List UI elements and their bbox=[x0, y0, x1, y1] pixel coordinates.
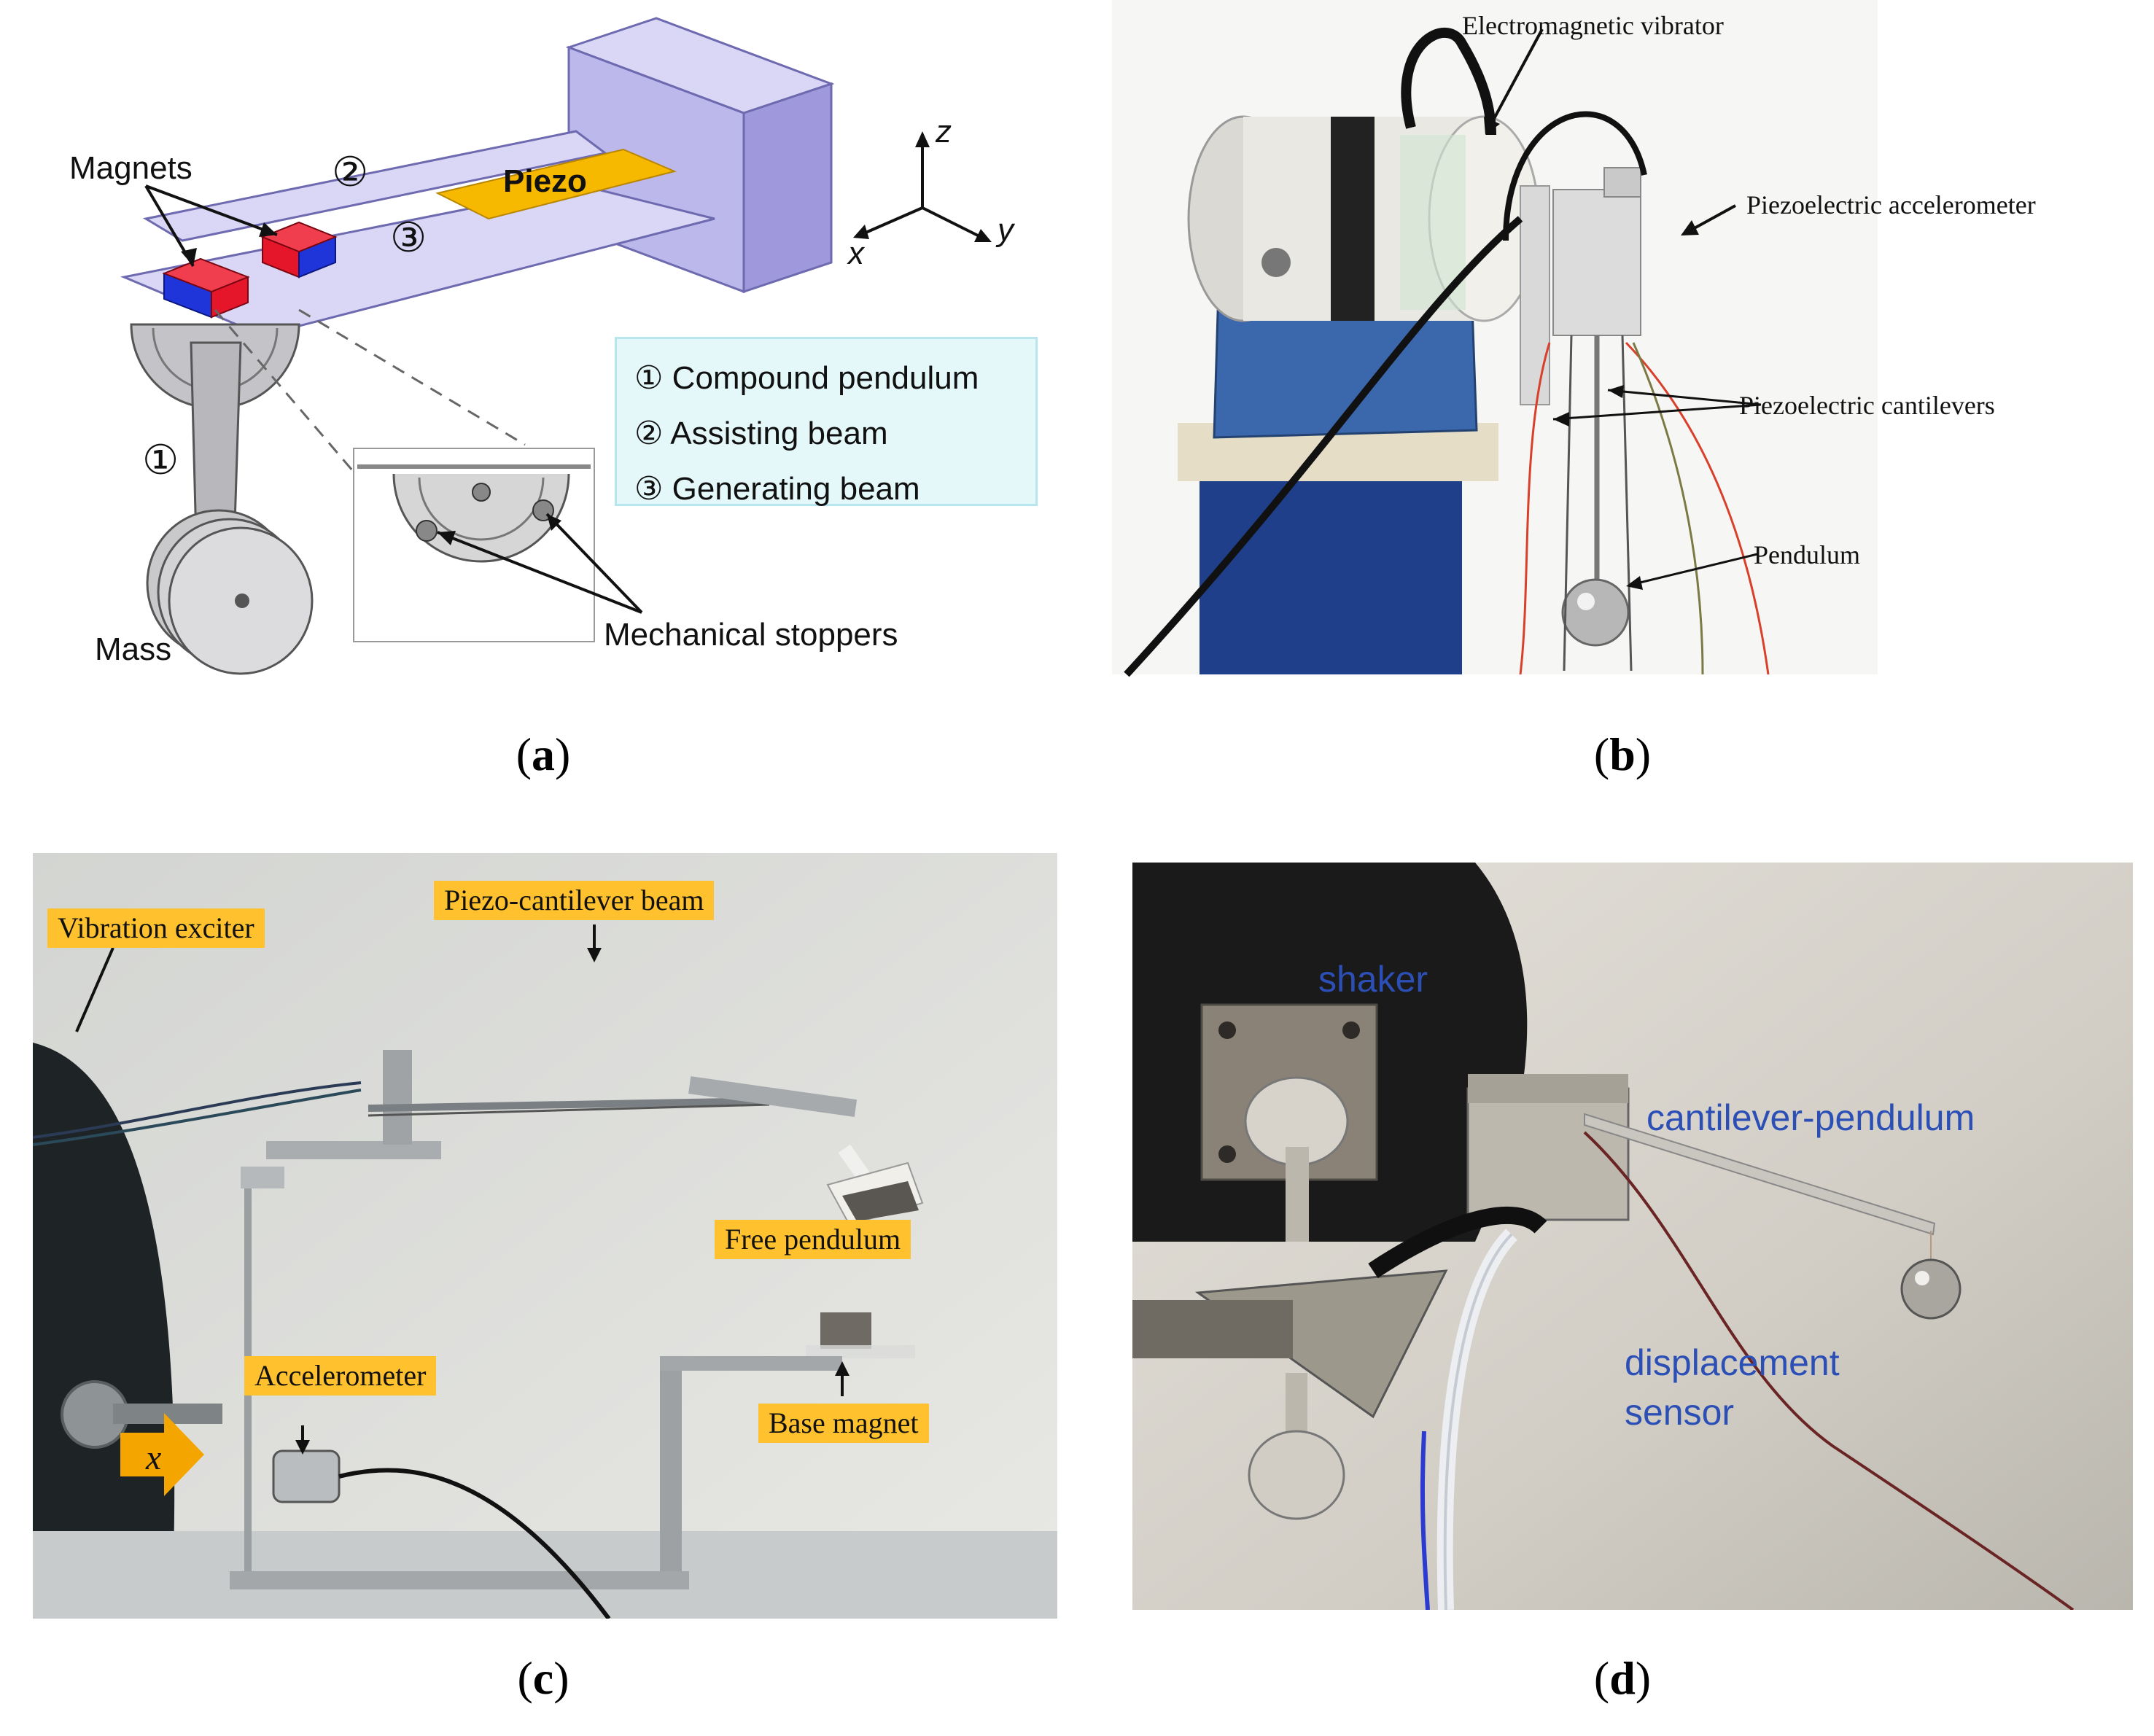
support-block-side bbox=[742, 82, 833, 294]
tag-vibration-exciter: Vibration exciter bbox=[47, 908, 265, 948]
legend-item-assisting-beam: ② Assisting beam bbox=[634, 416, 888, 451]
shaker-label: shaker bbox=[1318, 959, 1428, 1000]
num-2-label: ② bbox=[332, 149, 368, 195]
panel-d-photo bbox=[1132, 863, 2133, 1610]
axis-z-label: z bbox=[935, 114, 952, 149]
tag-free-pendulum: Free pendulum bbox=[715, 1220, 911, 1259]
legend-item-generating-beam: ③ Generating beam bbox=[634, 471, 920, 507]
num-3-label: ③ bbox=[390, 214, 427, 260]
tag-accelerometer: Accelerometer bbox=[244, 1356, 437, 1396]
stoppers-label: Mechanical stoppers bbox=[604, 617, 898, 653]
panel-b: Electromagnetic vibrator Piezoelectric a… bbox=[1112, 0, 2154, 685]
panel-d: shaker cantilever-pendulum displacement … bbox=[1132, 863, 2133, 1610]
displacement-sensor-label-2: sensor bbox=[1625, 1392, 1735, 1433]
magnet-2-top bbox=[260, 221, 338, 253]
axis-y-line bbox=[922, 206, 981, 238]
pedestal bbox=[1200, 467, 1462, 674]
pendulum-ball bbox=[1561, 578, 1630, 647]
caption-c: (c) bbox=[517, 1652, 569, 1704]
num-1-label: ① bbox=[142, 437, 179, 483]
x-arrow bbox=[120, 1413, 204, 1496]
caption-a: (a) bbox=[516, 728, 571, 780]
axis-x-line bbox=[863, 206, 923, 235]
panel-a-drawing: Magnets Piezo ② ③ ① Mass Mechanical stop… bbox=[69, 17, 1016, 675]
axis-x-label: x bbox=[847, 236, 866, 271]
tag-piezo-beam: Piezo-cantilever beam bbox=[434, 881, 715, 920]
pendulum-ball bbox=[1900, 1258, 1961, 1320]
x-arrow-label: x bbox=[145, 1439, 161, 1477]
tag-base-magnet: Base magnet bbox=[758, 1404, 929, 1443]
caption-d: (d) bbox=[1593, 1652, 1652, 1704]
accelerometer-block bbox=[1552, 189, 1641, 336]
caption-b: (b) bbox=[1593, 728, 1652, 780]
legend-box: ① Compound pendulum ② Assisting beam ③ G… bbox=[615, 337, 1038, 507]
displacement-sensor-label-1: displacement bbox=[1625, 1342, 1840, 1383]
legend-item-compound-pendulum: ① Compound pendulum bbox=[634, 360, 979, 396]
panel-b-photo bbox=[1112, 0, 2154, 685]
mass-label: Mass bbox=[95, 631, 171, 667]
cantilevers-label: Piezoelectric cantilevers bbox=[1739, 391, 1995, 420]
vibrator-label: Electromagnetic vibrator bbox=[1462, 11, 1724, 40]
panel-c: x Vibration exciter Piezo-cantilever bea… bbox=[33, 853, 1057, 1619]
piezo-patch bbox=[435, 148, 677, 220]
piezo-label: Piezo bbox=[503, 163, 587, 199]
magnet-1-top bbox=[162, 257, 250, 293]
piezo-accelerometer-label: Piezoelectric accelerometer bbox=[1746, 190, 2036, 219]
cantilever-pendulum-label: cantilever-pendulum bbox=[1646, 1097, 1975, 1138]
axis-y-label: y bbox=[995, 212, 1016, 248]
panel-a: Magnets Piezo ② ③ ① Mass Mechanical stop… bbox=[0, 0, 1094, 715]
magnets-label: Magnets bbox=[69, 150, 193, 186]
pendulum-label: Pendulum bbox=[1754, 540, 1861, 569]
